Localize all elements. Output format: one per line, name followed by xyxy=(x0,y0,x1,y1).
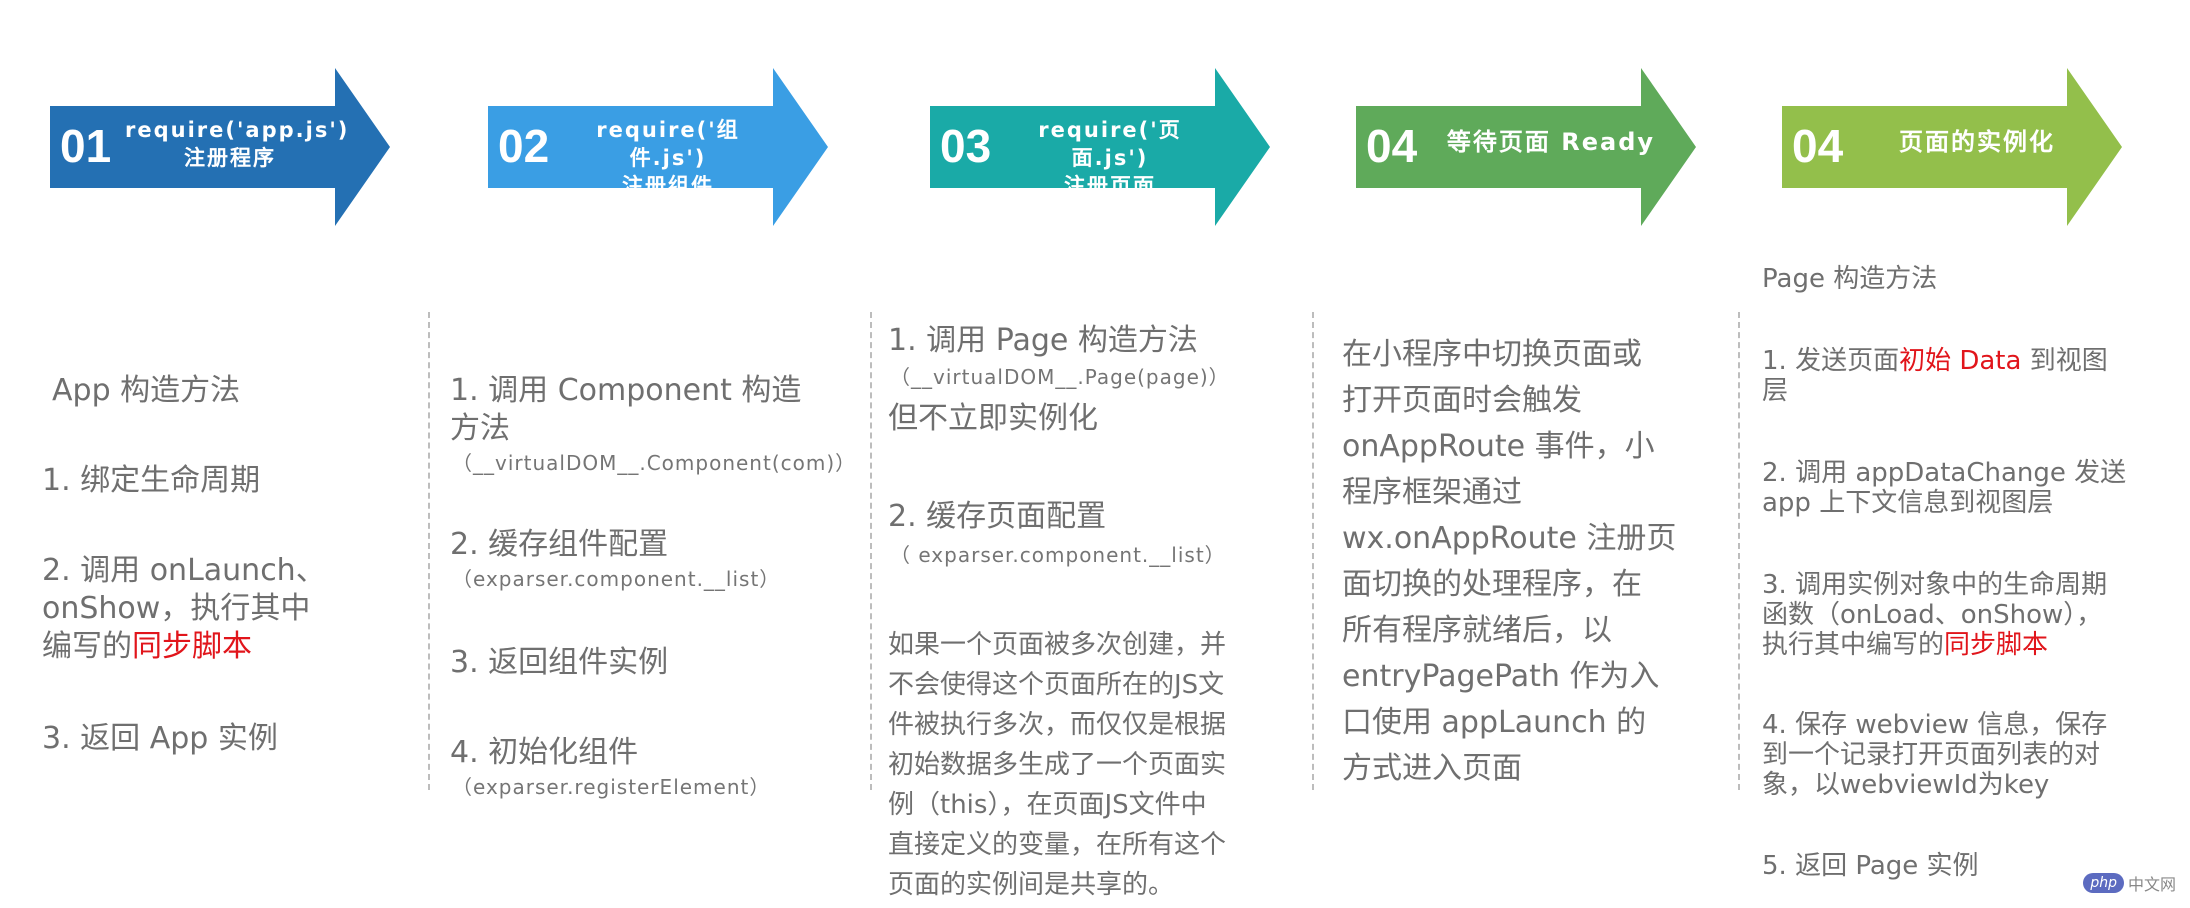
app-item-2-line3: 编写的同步脚本 xyxy=(42,628,252,666)
step-label-line2: 注册页面 xyxy=(1064,174,1156,198)
page-item-2-line2: app 上下文信息到视图层 xyxy=(1762,488,2054,518)
page-item-1-line2: 层 xyxy=(1762,376,1789,406)
column-divider xyxy=(1312,312,1314,790)
step-label-line1: require('组件.js') xyxy=(596,118,740,170)
step-label-line1: require('app.js') xyxy=(125,118,350,142)
sync-script-highlight: 同步脚本 xyxy=(1944,630,2049,660)
paragraph-line: 例（this），在页面JS文件中 xyxy=(888,790,1207,820)
page-item-4-line1: 4. 保存 webview 信息，保存 xyxy=(1762,710,2108,740)
paragraph-line: 程序框架通过 xyxy=(1342,475,1522,510)
initial-data-highlight: 初始 Data xyxy=(1899,346,2022,376)
column-divider xyxy=(1738,312,1740,790)
page-item-3-line2: 函数（onLoad、onShow）， xyxy=(1762,600,2103,630)
paragraph-line: wx.onAppRoute 注册页 xyxy=(1342,521,1677,556)
sync-script-highlight: 同步脚本 xyxy=(132,629,252,664)
step-number: 01 xyxy=(60,120,112,172)
page-item-5: 5. 返回 Page 实例 xyxy=(1762,851,1979,881)
app-item-2-line2: onShow，执行其中 xyxy=(42,591,311,626)
component-item-1-line1: 1. 调用 Component 构造 xyxy=(450,373,802,408)
step-arrow-02: 02 require('组件.js') 注册组件 xyxy=(488,68,828,226)
page-register-item-2-code: （ exparser.component.__list） xyxy=(890,543,1226,567)
step-label: require('页面.js') 注册页面 xyxy=(1005,116,1215,200)
step-label: require('组件.js') 注册组件 xyxy=(563,116,773,200)
step-label-line2: 注册程序 xyxy=(184,146,276,170)
paragraph-line: 口使用 appLaunch 的 xyxy=(1342,705,1647,740)
app-item-2-text: 编写的 xyxy=(42,629,132,664)
paragraph-line: 所有程序就绪后，以 xyxy=(1342,613,1612,648)
paragraph-line: 打开页面时会触发 xyxy=(1342,383,1582,418)
watermark-text: 中文网 xyxy=(2127,875,2176,894)
page-constructor-title: Page 构造方法 xyxy=(1762,264,1938,294)
paragraph-line: 在小程序中切换页面或 xyxy=(1342,337,1642,372)
page-item-1-line1: 1. 发送页面初始 Data 到视图 xyxy=(1762,346,2108,376)
step-label-line1: require('页面.js') xyxy=(1038,118,1182,170)
component-item-4-code: （exparser.registerElement） xyxy=(452,775,771,799)
component-item-3: 3. 返回组件实例 xyxy=(450,645,669,680)
page-register-paragraph: 如果一个页面被多次创建，并 不会使得这个页面所在的JS文 件被执行多次，而仅仅是… xyxy=(888,625,1226,905)
app-item-2-line1: 2. 调用 onLaunch、 xyxy=(42,553,326,588)
step-arrow-04-ready: 04 等待页面 Ready xyxy=(1356,68,1696,226)
paragraph-line: 面切换的处理程序，在 xyxy=(1342,567,1642,602)
paragraph-line: 如果一个页面被多次创建，并 xyxy=(888,630,1227,660)
paragraph-line: 不会使得这个页面所在的JS文 xyxy=(888,670,1225,700)
arrow-shape-02 xyxy=(488,68,828,226)
page-register-item-1-code: （__virtualDOM__.Page(page)） xyxy=(890,365,1230,389)
step-label: 页面的实例化 xyxy=(1899,128,2055,156)
page-item-4-line2: 到一个记录打开页面列表的对 xyxy=(1762,740,2101,770)
arrow-shape-04 xyxy=(1356,68,1696,226)
app-item-1: 1. 绑定生命周期 xyxy=(42,463,261,498)
paragraph-line: 初始数据多生成了一个页面实 xyxy=(888,750,1227,780)
page-item-3-line1: 3. 调用实例对象中的生命周期 xyxy=(1762,570,2108,600)
component-item-4: 4. 初始化组件 xyxy=(450,735,639,770)
page-item-3-line3: 执行其中编写的同步脚本 xyxy=(1762,630,2048,660)
column-divider xyxy=(428,312,430,790)
paragraph-line: onAppRoute 事件，小 xyxy=(1342,429,1655,464)
page-register-item-1: 1. 调用 Page 构造方法 xyxy=(888,323,1198,358)
step-label: 等待页面 Ready xyxy=(1446,128,1656,156)
arrow-shape-05 xyxy=(1782,68,2122,226)
step-number: 03 xyxy=(940,120,992,172)
step-label: require('app.js') 注册程序 xyxy=(125,116,350,172)
step-arrow-04-instance: 04 页面的实例化 xyxy=(1782,68,2122,226)
page-register-item-1-note: 但不立即实例化 xyxy=(888,401,1098,436)
column-divider xyxy=(870,312,872,790)
paragraph-line: 方式进入页面 xyxy=(1342,751,1522,786)
step-number: 04 xyxy=(1366,120,1418,172)
step-arrow-01: 01 require('app.js') 注册程序 xyxy=(50,68,390,226)
step-label-line2: 注册组件 xyxy=(622,174,714,198)
app-item-3: 3. 返回 App 实例 xyxy=(42,721,278,756)
wait-ready-paragraph: 在小程序中切换页面或 打开页面时会触发 onAppRoute 事件，小 程序框架… xyxy=(1342,332,1676,792)
paragraph-line: 件被执行多次，而仅仅是根据 xyxy=(888,710,1227,740)
page-register-item-2: 2. 缓存页面配置 xyxy=(888,499,1107,534)
paragraph-line: entryPagePath 作为入 xyxy=(1342,659,1660,694)
component-item-2-code: （exparser.component.__list） xyxy=(452,567,781,591)
php-logo: php xyxy=(2083,873,2124,893)
component-item-1-code: （__virtualDOM__.Component(com)） xyxy=(452,451,857,475)
page-item-1-text-end: 到视图 xyxy=(2021,346,2108,376)
page-item-4-line3: 象，以webviewId为key xyxy=(1762,770,2050,800)
page-item-1-text: 1. 发送页面 xyxy=(1762,346,1900,376)
paragraph-line: 直接定义的变量，在所有这个 xyxy=(888,830,1227,860)
component-item-2: 2. 缓存组件配置 xyxy=(450,527,669,562)
php-cn-watermark: php 中文网 xyxy=(2083,872,2176,894)
paragraph-line: 页面的实例间是共享的。 xyxy=(888,870,1175,900)
page-item-3-text: 执行其中编写的 xyxy=(1762,630,1945,660)
component-item-1-line2: 方法 xyxy=(450,411,510,446)
arrow-shape-01 xyxy=(50,68,390,226)
step-number: 02 xyxy=(498,120,550,172)
page-item-2-line1: 2. 调用 appDataChange 发送 xyxy=(1762,458,2127,488)
step-number: 04 xyxy=(1792,120,1844,172)
step-arrow-03: 03 require('页面.js') 注册页面 xyxy=(930,68,1270,226)
arrow-shape-03 xyxy=(930,68,1270,226)
app-constructor-title: App 构造方法 xyxy=(52,373,241,408)
